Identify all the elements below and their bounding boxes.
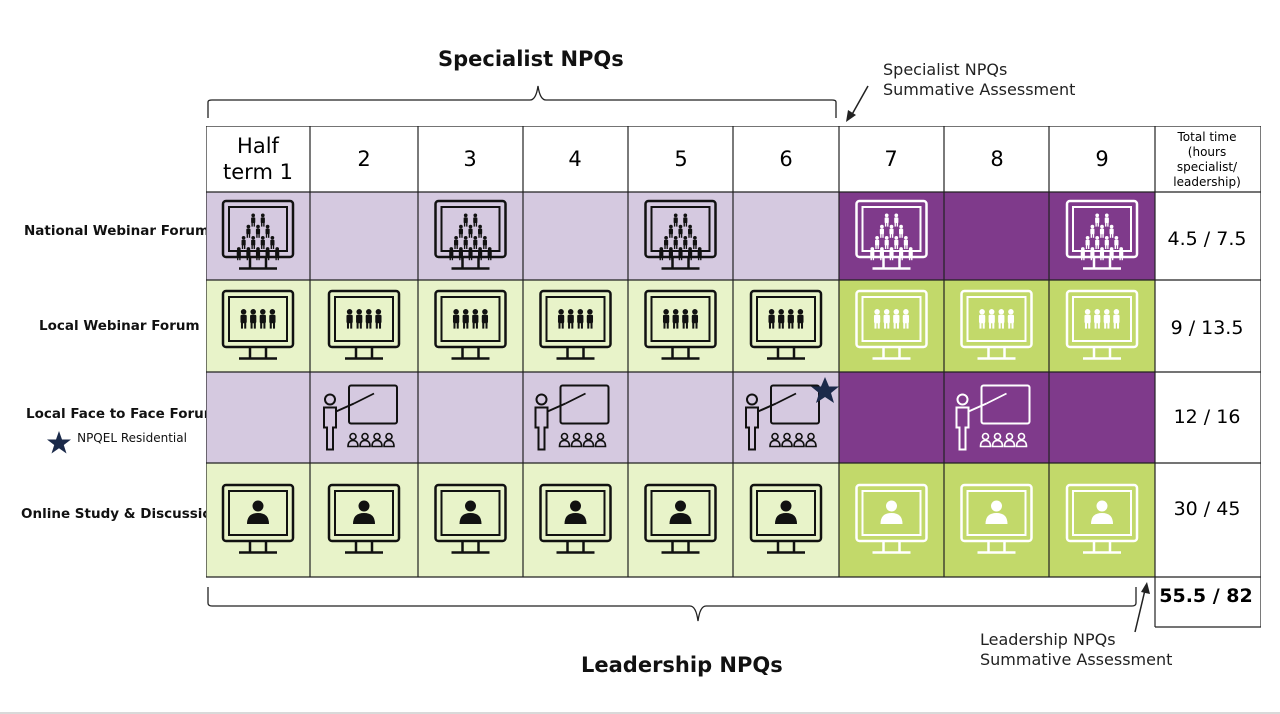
- total-local-webinar: 9 / 13.5: [1171, 317, 1244, 339]
- residential-legend-label: NPQEL Residential: [77, 430, 187, 445]
- slide-bottom-border: [0, 712, 1280, 714]
- header-total-line1: Total time: [1177, 130, 1237, 144]
- specialist-npqs-title: Specialist NPQs: [438, 47, 624, 71]
- header-term-3: 3: [463, 147, 476, 171]
- header-term-2: 2: [357, 147, 370, 171]
- grand-total: 55.5 / 82: [1159, 585, 1253, 607]
- header-total-line4: leadership): [1173, 175, 1241, 189]
- leadership-assessment-note: Leadership NPQs Summative Assessment: [980, 630, 1173, 669]
- header-term-5: 5: [674, 147, 687, 171]
- row-label-local-webinar: Local Webinar Forum: [39, 318, 200, 334]
- header-term-7: 7: [884, 147, 897, 171]
- header-term-6: 6: [779, 147, 792, 171]
- header-total-line2: (hours: [1188, 145, 1226, 159]
- cell-face_to_face-9: [1049, 372, 1155, 463]
- total-online-study: 30 / 45: [1174, 498, 1241, 520]
- residential-star-icon: [811, 377, 839, 403]
- header-term-4: 4: [568, 147, 581, 171]
- cell-national_webinar-3: [418, 192, 523, 280]
- header-total-line3: specialist/: [1177, 160, 1238, 174]
- specialist-assessment-arrow-icon: [846, 85, 869, 122]
- total-national-webinar: 4.5 / 7.5: [1168, 228, 1247, 250]
- specialist-brace: [207, 85, 837, 118]
- cell-face_to_face-5: [628, 372, 733, 463]
- residential-legend: NPQEL Residential: [46, 430, 187, 454]
- header-term-8: 8: [990, 147, 1003, 171]
- cell-face_to_face-1: [206, 372, 310, 463]
- cell-national_webinar-2: [310, 192, 418, 280]
- cell-national_webinar-1: [206, 192, 310, 280]
- schedule-grid: Half term 1 2 3 4 5 6 7 8 9 Total time (…: [206, 126, 1261, 628]
- cell-national_webinar-5: [628, 192, 733, 280]
- cell-face_to_face-7: [839, 372, 944, 463]
- cell-face_to_face-8: [944, 372, 1049, 463]
- cell-national_webinar-9: [1049, 192, 1155, 280]
- leadership-npqs-title: Leadership NPQs: [581, 653, 783, 677]
- header-term-9: 9: [1095, 147, 1108, 171]
- cell-face_to_face-3: [418, 372, 523, 463]
- row-label-online-study: Online Study & Discussion: [21, 506, 222, 522]
- total-face-to-face: 12 / 16: [1174, 406, 1241, 428]
- star-icon: [47, 431, 71, 454]
- cell-national_webinar-8: [944, 192, 1049, 280]
- cell-national_webinar-6: [733, 192, 839, 280]
- row-label-face-to-face: Local Face to Face Forum: [26, 406, 218, 422]
- specialist-assessment-note: Specialist NPQs Summative Assessment: [883, 60, 1076, 99]
- cell-national_webinar-7: [839, 192, 944, 280]
- header-half-term-line2: term 1: [223, 160, 293, 184]
- cell-national_webinar-4: [523, 192, 628, 280]
- leadership-brace: [207, 587, 1137, 622]
- leadership-assessment-arrow-icon: [1134, 582, 1150, 633]
- cell-face_to_face-4: [523, 372, 628, 463]
- row-label-national-webinar: National Webinar Forum: [24, 223, 210, 239]
- header-half-term-line1: Half: [237, 134, 279, 158]
